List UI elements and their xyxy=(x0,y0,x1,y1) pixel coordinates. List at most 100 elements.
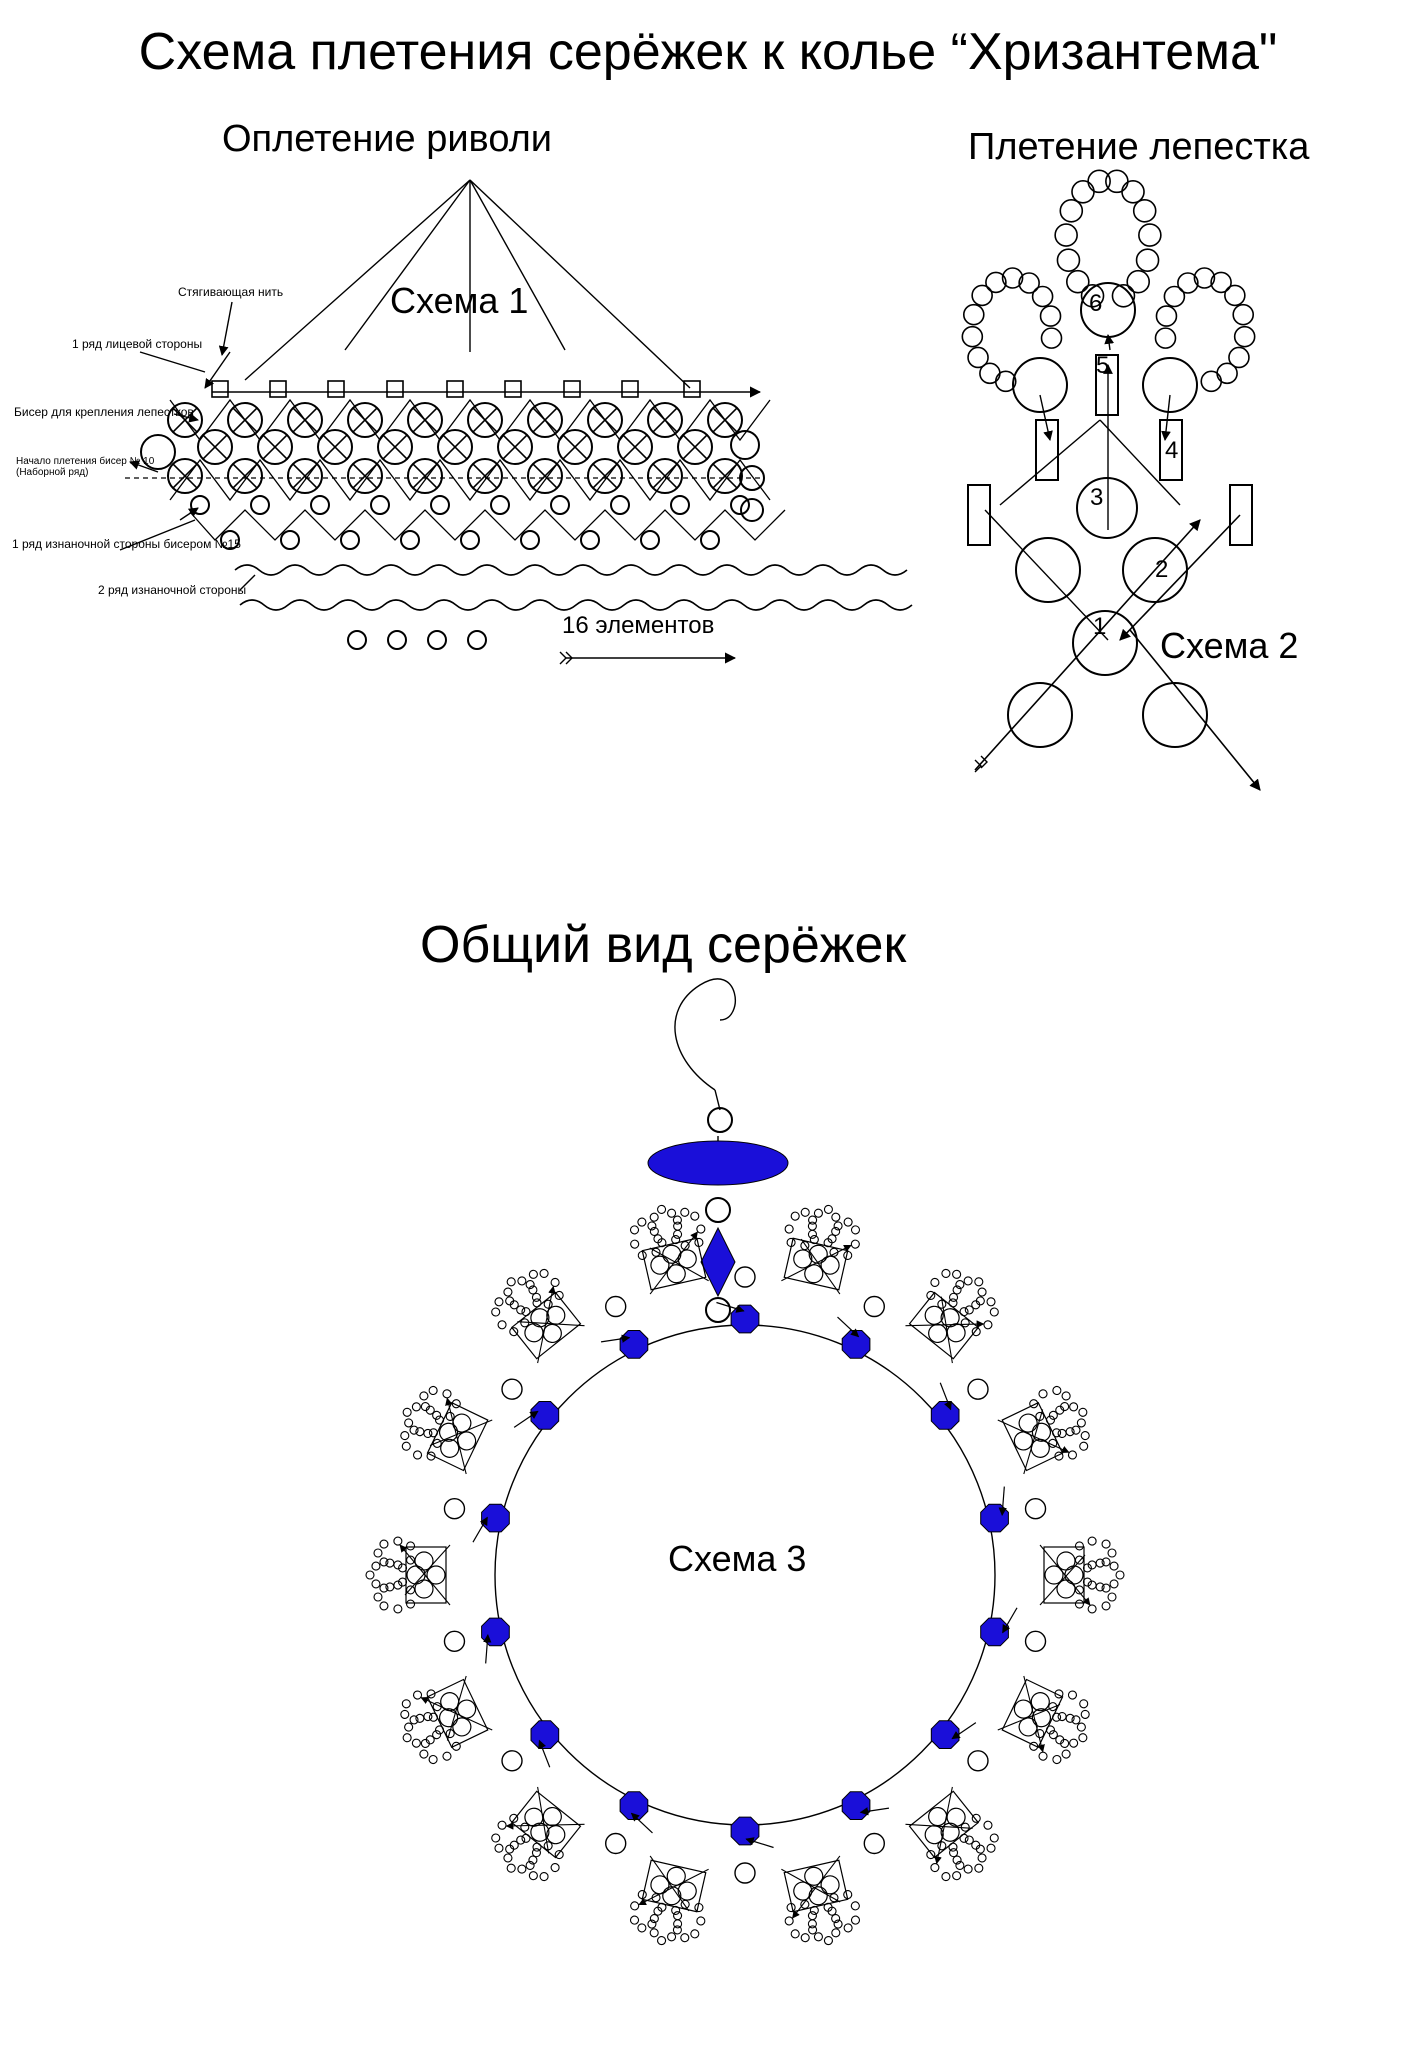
motif-loop-bead xyxy=(829,1893,839,1903)
bead-outline xyxy=(707,402,743,438)
motif-loop-bead xyxy=(843,1923,853,1933)
small-bead xyxy=(610,495,630,515)
motif-frame xyxy=(510,1291,582,1360)
bead-cross xyxy=(472,463,498,489)
motif-loop-bead xyxy=(365,1570,375,1580)
petal-motif xyxy=(997,1675,1090,1765)
bead-outline xyxy=(227,458,263,494)
small-bead xyxy=(670,495,690,515)
motif-loop-bead xyxy=(1079,1699,1089,1709)
motif-thread xyxy=(517,1321,585,1327)
motif-loop-bead xyxy=(850,1239,860,1249)
crossed-bead xyxy=(587,458,623,494)
motif-loop-bead xyxy=(694,1902,704,1913)
bead-cross xyxy=(262,434,288,460)
motif-loop-bead xyxy=(1052,1428,1062,1438)
petal-motif xyxy=(629,1855,709,1946)
small-bead xyxy=(580,530,600,550)
motif-loop-bead xyxy=(528,1269,538,1279)
elements-note: 16 элементов xyxy=(562,612,715,639)
motif-loop-bead xyxy=(406,1599,416,1609)
motif-loop-bead xyxy=(629,1225,640,1235)
zigzag-bottom xyxy=(189,509,786,541)
motif-loop-bead xyxy=(963,1864,973,1874)
arrow-tail xyxy=(559,651,573,665)
bead-cross xyxy=(172,463,198,489)
motif-loop-bead xyxy=(952,1871,962,1881)
motif-loop-bead xyxy=(971,1840,981,1850)
motif-loop-bead xyxy=(419,1391,429,1401)
wave-row1 xyxy=(234,564,908,576)
bead-outline xyxy=(647,458,683,494)
motif-loop-bead xyxy=(1078,1407,1088,1417)
scheme1-heading: Оплетение риволи xyxy=(222,118,553,160)
loop-bead xyxy=(1155,305,1178,327)
petal-motif xyxy=(629,1204,709,1295)
motif-frame xyxy=(510,1790,582,1859)
ring-thread-arrow xyxy=(1002,1607,1018,1634)
motif-loop-bead xyxy=(671,1905,681,1915)
petal-motif xyxy=(905,1268,999,1364)
motif-frame xyxy=(426,1401,489,1472)
motif-loop-bead xyxy=(434,1725,445,1735)
outer-bead xyxy=(967,1378,989,1400)
motif-loop-bead xyxy=(432,1438,442,1448)
motif-thread xyxy=(649,1247,709,1282)
motif-loop-bead xyxy=(379,1557,389,1567)
leader-petal xyxy=(173,413,199,423)
thread-main-1 xyxy=(974,519,1201,771)
motif-loop-bead xyxy=(521,1307,531,1317)
motif-loop-bead xyxy=(964,1835,974,1845)
small-bead xyxy=(340,530,360,550)
loop-bead xyxy=(1232,303,1255,326)
blue-oval-bead xyxy=(647,1140,789,1186)
motif-thread xyxy=(781,1868,841,1903)
thread-diag xyxy=(984,509,1109,641)
motif-loop-bead xyxy=(409,1425,419,1435)
loop-bead xyxy=(1126,269,1150,294)
thread-right-down xyxy=(1161,394,1171,441)
motif-loop-bead xyxy=(1095,1558,1105,1568)
loop-bead xyxy=(1177,272,1199,294)
leader-row1-back xyxy=(179,507,199,521)
motif-loop-bead xyxy=(1067,1450,1078,1460)
ring-thread-arrow xyxy=(538,1739,551,1768)
petal-motif xyxy=(400,1385,493,1475)
bead-outline xyxy=(677,429,713,465)
motif-loop-bead xyxy=(379,1539,389,1549)
motif-loop-bead xyxy=(406,1541,416,1551)
motif-loop-bead xyxy=(637,1217,647,1227)
motif-loop-bead xyxy=(411,1738,421,1748)
loop-bead xyxy=(1040,327,1063,349)
motif-loop-bead xyxy=(823,1936,833,1946)
small-bead xyxy=(250,495,270,515)
motif-loop-bead xyxy=(952,1269,962,1279)
motif-loop-bead xyxy=(1080,1709,1090,1719)
small-bead xyxy=(700,530,720,550)
motif-loop-bead xyxy=(491,1833,501,1843)
motif-loop-bead xyxy=(509,1327,519,1337)
motif-bead xyxy=(1044,1565,1064,1585)
outer-bead xyxy=(734,1862,756,1884)
annotation-row2-back: 2 ряд изнаночной стороны xyxy=(98,583,247,597)
loop-bead xyxy=(1071,180,1095,204)
loop-bead xyxy=(985,271,1007,294)
motif-loop-bead xyxy=(505,1844,515,1854)
blue-octagon-bead xyxy=(481,1617,510,1647)
thread-diag xyxy=(1099,419,1181,506)
motif-loop-bead xyxy=(1048,1438,1058,1448)
petal-motif xyxy=(400,1675,493,1765)
loop-bead xyxy=(1018,272,1040,294)
motif-loop-bead xyxy=(406,1555,416,1565)
motif-bead xyxy=(414,1579,434,1599)
petal-motif xyxy=(905,1786,999,1882)
bead-outline xyxy=(407,458,443,494)
motif-bead xyxy=(928,1323,948,1344)
motif-loop-bead xyxy=(1082,1563,1092,1573)
motif-loop-bead xyxy=(955,1280,965,1290)
thread-main-2 xyxy=(1119,514,1241,641)
crossed-bead xyxy=(707,458,743,494)
leader-start xyxy=(129,460,159,473)
motif-loop-bead xyxy=(1061,1391,1071,1401)
